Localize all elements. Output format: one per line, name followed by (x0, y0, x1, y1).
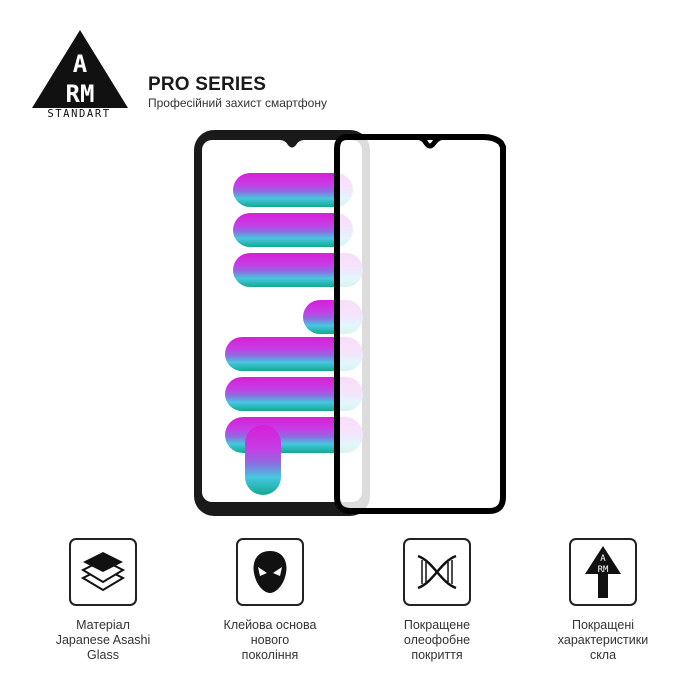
feature-adhesive: Клейова основа нового покоління (195, 538, 345, 663)
svg-text:A: A (73, 50, 88, 78)
feature-material: Матеріал Japanese Asashi Glass (28, 538, 178, 663)
feature-oleophobic: Покращене олеофобне покриття (362, 538, 512, 663)
series-subtitle: Професійний захист смартфону (148, 96, 327, 110)
triangle-logo-icon: A RM (32, 30, 128, 108)
brand-wordmark: STANDART (47, 108, 111, 120)
svg-text:RM: RM (66, 80, 95, 108)
svg-text:RM: RM (598, 565, 609, 575)
brand-logo: A RM (30, 28, 130, 108)
feature-characteristics: A RM Покращені характеристики скла (528, 538, 678, 663)
product-image (185, 125, 515, 525)
svg-text:A: A (600, 554, 606, 564)
mask-icon (236, 538, 304, 606)
dna-icon (403, 538, 471, 606)
series-title: PRO SERIES (148, 74, 267, 95)
arm-arrow-icon: A RM (569, 538, 637, 606)
screen-protector-glass (334, 134, 506, 514)
layers-icon (69, 538, 137, 606)
